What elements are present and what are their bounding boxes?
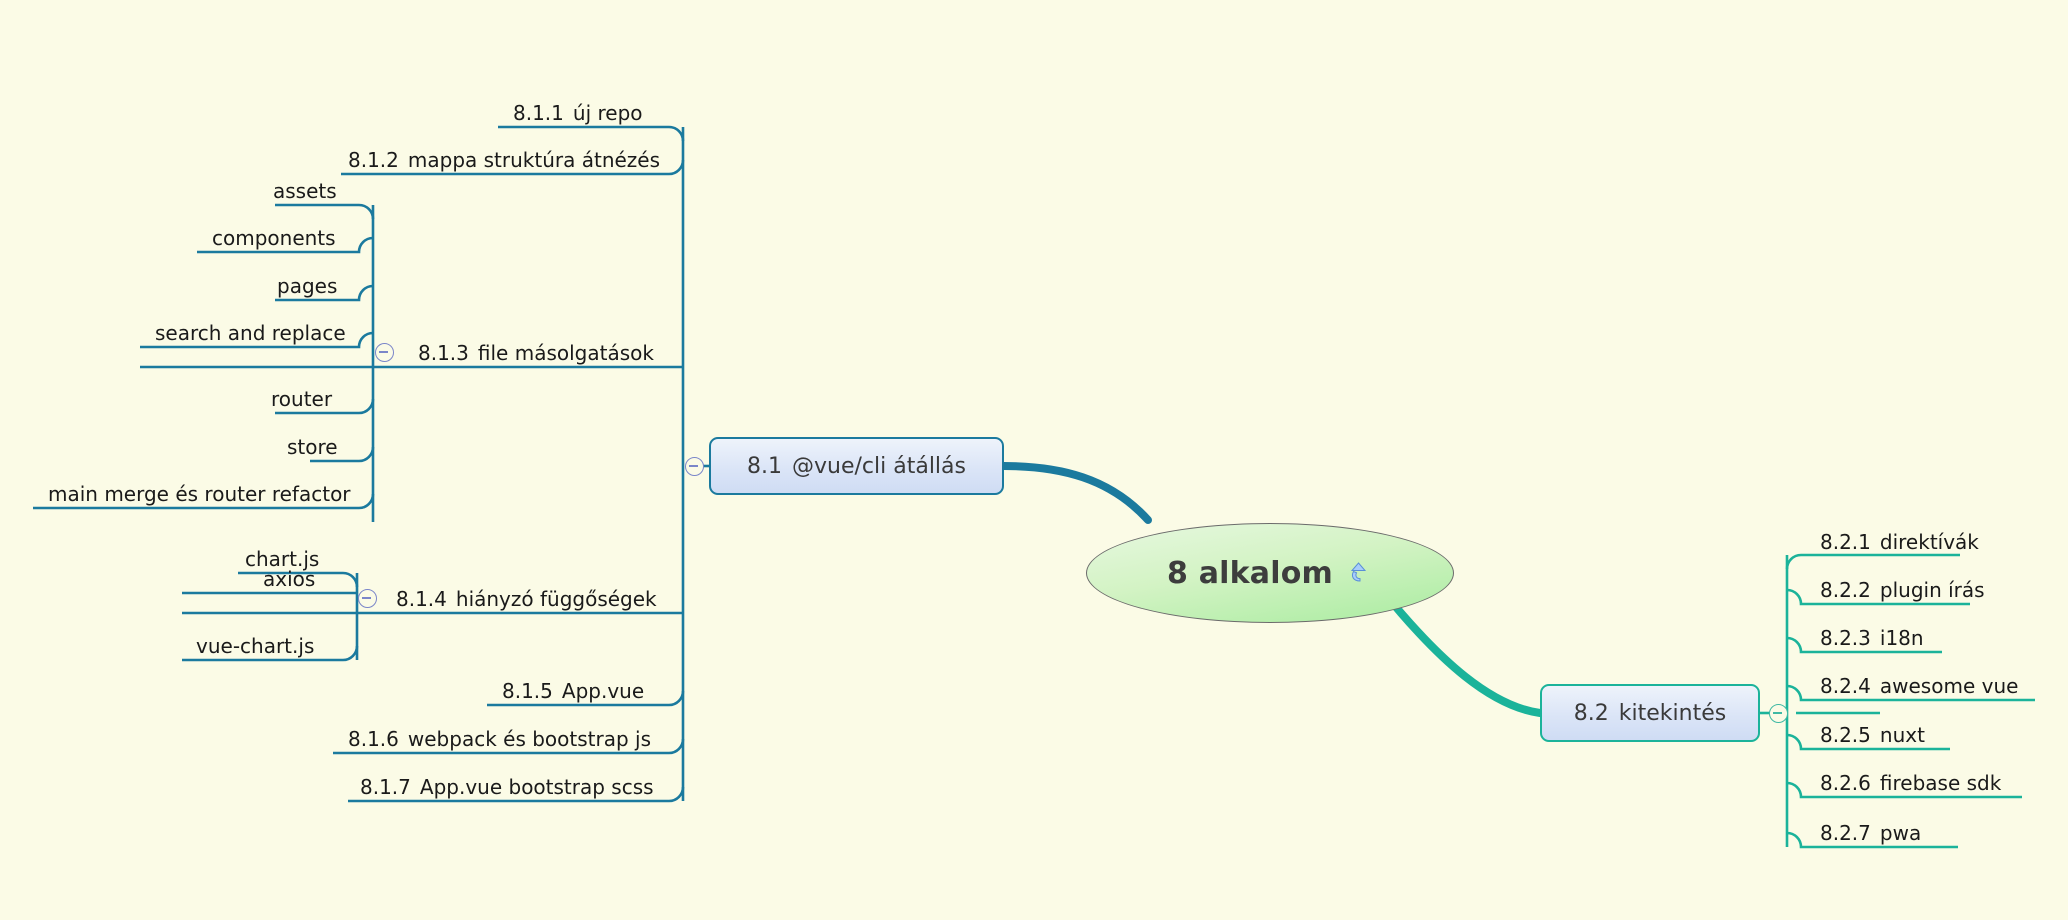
node-8-2-3-label: i18n [1879,626,1924,650]
node-8-1-7-number: 8.1.7 [360,775,411,799]
node-8-1-3-child-store[interactable]: store [287,437,338,457]
node-8-1-7[interactable]: 8.1.7 App.vue bootstrap scss [360,777,654,797]
collapse-toggle-8-2[interactable] [1769,704,1788,723]
node-8-1-6-number: 8.1.6 [348,727,399,751]
node-8-2-2[interactable]: 8.2.2 plugin írás [1820,580,1985,600]
node-8-2-1-label: direktívák [1879,530,1979,554]
node-8-1-2-label: mappa struktúra átnézés [407,148,661,172]
node-8-1-6[interactable]: 8.1.6 webpack és bootstrap js [348,729,651,749]
node-8-2-number: 8.2 [1573,700,1609,726]
label-store: store [287,435,338,459]
node-8-1-2-number: 8.1.2 [348,148,399,172]
node-8-2-3[interactable]: 8.2.3 i18n [1820,628,1924,648]
node-8-2-1-number: 8.2.1 [1820,530,1871,554]
label-components: components [212,226,336,250]
node-8-1-3[interactable]: 8.1.3 file másolgatások [418,343,654,363]
node-8-1-3-child-search-and-replace[interactable]: search and replace [155,323,346,343]
node-8-1-4-child-axios[interactable]: axios [263,569,315,589]
label-main-merge-es-router-refactor: main merge és router refactor [48,482,351,506]
node-8-1-3-number: 8.1.3 [418,341,469,365]
node-8-2-7-label: pwa [1879,821,1922,845]
node-8-2[interactable]: 8.2 kitekintés [1540,684,1760,742]
node-8-1-4-child-vue-chartjs[interactable]: vue-chart.js [196,636,314,656]
node-8-2-1[interactable]: 8.2.1 direktívák [1820,532,1979,552]
node-8-1-3-child-router[interactable]: router [271,389,332,409]
node-8-1-3-child-components[interactable]: components [212,228,336,248]
node-8-1-3-child-assets[interactable]: assets [273,181,337,201]
node-8-2-5-number: 8.2.5 [1820,723,1871,747]
node-8-2-6[interactable]: 8.2.6 firebase sdk [1820,773,2001,793]
node-8-1-label: @vue/cli átállás [792,453,966,479]
label-assets: assets [273,179,337,203]
root-node[interactable]: 8 alkalom [1086,523,1454,623]
node-8-1-3-child-pages[interactable]: pages [277,276,337,296]
node-8-1-4[interactable]: 8.1.4 hiányzó függőségek [396,589,657,609]
node-8-1-1-number: 8.1.1 [513,101,564,125]
label-axios: axios [263,567,316,591]
node-8-1-1[interactable]: 8.1.1 új repo [513,103,643,123]
node-8-2-4-number: 8.2.4 [1820,674,1871,698]
node-8-2-7-number: 8.2.7 [1820,821,1871,845]
collapse-toggle-8-1-4[interactable] [358,589,377,608]
collapse-toggle-8-1[interactable] [685,457,704,476]
node-8-2-6-number: 8.2.6 [1820,771,1871,795]
node-8-2-4-label: awesome vue [1879,674,2019,698]
node-8-2-5-label: nuxt [1879,723,1925,747]
node-8-1[interactable]: 8.1 @vue/cli átállás [709,437,1004,495]
curved-up-arrow-icon [1347,560,1373,586]
node-8-1-2[interactable]: 8.1.2 mappa struktúra átnézés [348,150,660,170]
node-8-2-2-number: 8.2.2 [1820,578,1871,602]
label-pages: pages [277,274,338,298]
node-8-2-6-label: firebase sdk [1879,771,2002,795]
node-8-1-4-label: hiányzó függőségek [455,587,657,611]
label-vue-chart-js: vue-chart.js [196,634,315,658]
node-8-2-text: 8.2 kitekintés [1574,701,1726,726]
node-8-1-3-child-main-merge[interactable]: main merge és router refactor [48,484,351,504]
node-8-2-3-number: 8.2.3 [1820,626,1871,650]
node-8-2-2-label: plugin írás [1879,578,1985,602]
node-8-1-4-number: 8.1.4 [396,587,447,611]
node-8-1-5-label: App.vue [561,679,645,703]
node-8-1-5-number: 8.1.5 [502,679,553,703]
node-8-1-number: 8.1 [747,453,782,479]
collapse-toggle-8-1-3[interactable] [375,343,394,362]
node-8-1-6-label: webpack és bootstrap js [407,727,651,751]
node-8-1-text: 8.1 @vue/cli átállás [747,454,966,479]
node-8-1-4-child-chartjs[interactable]: chart.js [245,549,319,569]
node-8-2-4[interactable]: 8.2.4 awesome vue [1820,676,2018,696]
node-8-1-7-label: App.vue bootstrap scss [419,775,654,799]
node-8-2-7[interactable]: 8.2.7 pwa [1820,823,1921,843]
node-8-2-5[interactable]: 8.2.5 nuxt [1820,725,1925,745]
node-8-1-3-label: file másolgatások [477,341,654,365]
label-search-and-replace: search and replace [155,321,346,345]
root-label: 8 alkalom [1167,555,1333,591]
label-router: router [271,387,333,411]
node-8-2-label: kitekintés [1618,700,1727,726]
node-8-1-5[interactable]: 8.1.5 App.vue [502,681,644,701]
label-chart-js: chart.js [245,547,320,571]
node-8-1-1-label: új repo [572,101,643,125]
